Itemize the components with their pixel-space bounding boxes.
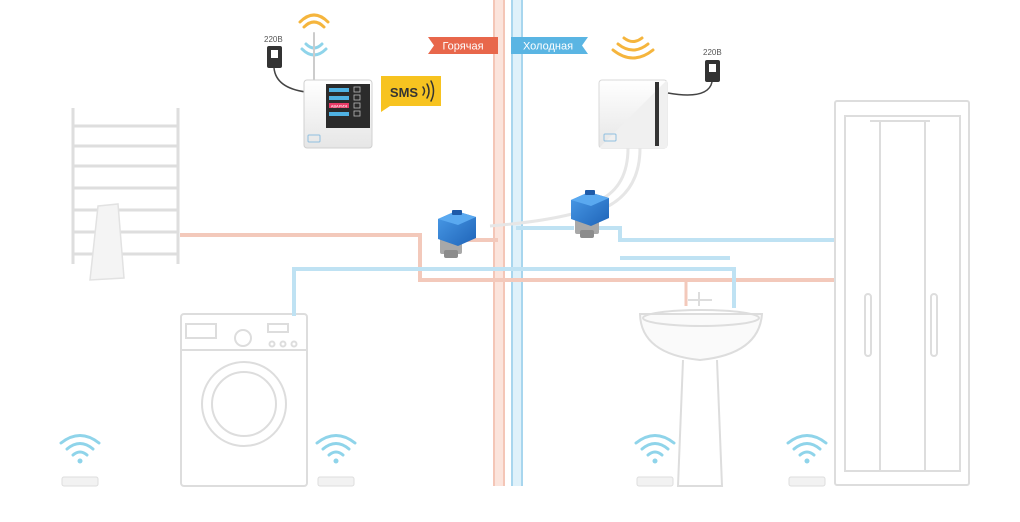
shower-cabin: [834, 100, 970, 486]
hot-riser: [493, 0, 505, 486]
right-power-label: 220В: [703, 48, 722, 57]
cold-flag: Холодная: [511, 37, 588, 54]
washbasin: [638, 292, 764, 487]
left-wireless-antenna: [298, 13, 330, 83]
motorized-valve-icon: [571, 190, 609, 238]
sms-signal-icon: [422, 80, 435, 102]
right-controller: [598, 79, 668, 212]
controller-warning: АВАРИЯ: [331, 104, 347, 109]
hot-flag: Горячая: [428, 37, 498, 54]
left-power-adapter: 220В: [264, 35, 307, 93]
cold-riser: [511, 0, 523, 486]
leak-sensor-4: [786, 434, 828, 487]
washing-machine: [180, 313, 308, 487]
cold-label: Холодная: [523, 41, 573, 53]
towel: [89, 203, 125, 281]
towel-rail: [71, 108, 180, 281]
right-power-adapter: 220В: [667, 48, 722, 96]
left-controller: АВАРИЯ: [303, 79, 373, 149]
sms-label: SMS: [390, 85, 419, 100]
leak-sensor-2: [315, 434, 357, 487]
left-power-label: 220В: [264, 35, 283, 44]
motorized-valve-icon: [438, 210, 476, 258]
leak-sensor-1: [59, 434, 101, 487]
cold-pipes: [292, 226, 834, 316]
sms-bubble: SMS: [381, 76, 441, 112]
hot-label: Горячая: [442, 41, 483, 53]
right-wireless-waves: [611, 36, 655, 60]
leak-sensor-3: [634, 434, 676, 487]
valve-cable: [489, 212, 573, 228]
